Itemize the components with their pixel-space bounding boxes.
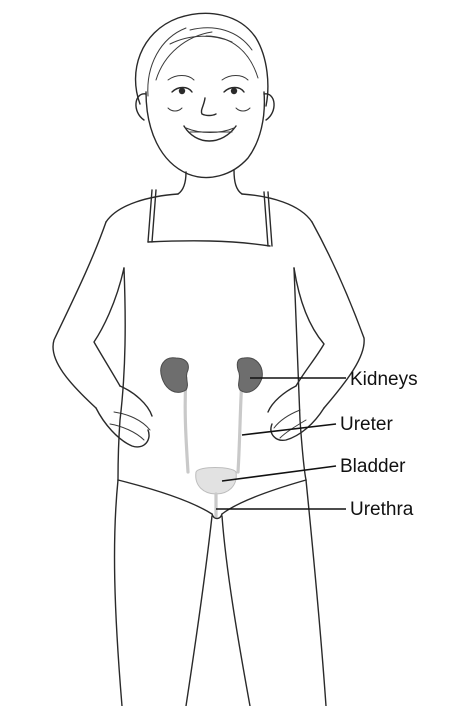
urinary-organs xyxy=(161,358,263,516)
ureter-label: Ureter xyxy=(340,414,393,435)
labels: Kidneys Ureter Bladder Urethra xyxy=(340,369,418,520)
child-head xyxy=(136,13,275,177)
ureter-leader xyxy=(242,424,336,435)
child-body xyxy=(53,170,364,519)
bladder-label: Bladder xyxy=(340,456,406,477)
bladder-organ xyxy=(196,468,237,495)
right-ureter xyxy=(238,378,242,472)
urethra-label: Urethra xyxy=(350,499,414,520)
child-legs xyxy=(115,480,326,706)
leader-lines xyxy=(216,378,346,509)
kidneys-label: Kidneys xyxy=(350,369,418,390)
left-ureter xyxy=(185,378,188,472)
left-kidney xyxy=(161,358,189,393)
right-kidney xyxy=(237,358,262,393)
